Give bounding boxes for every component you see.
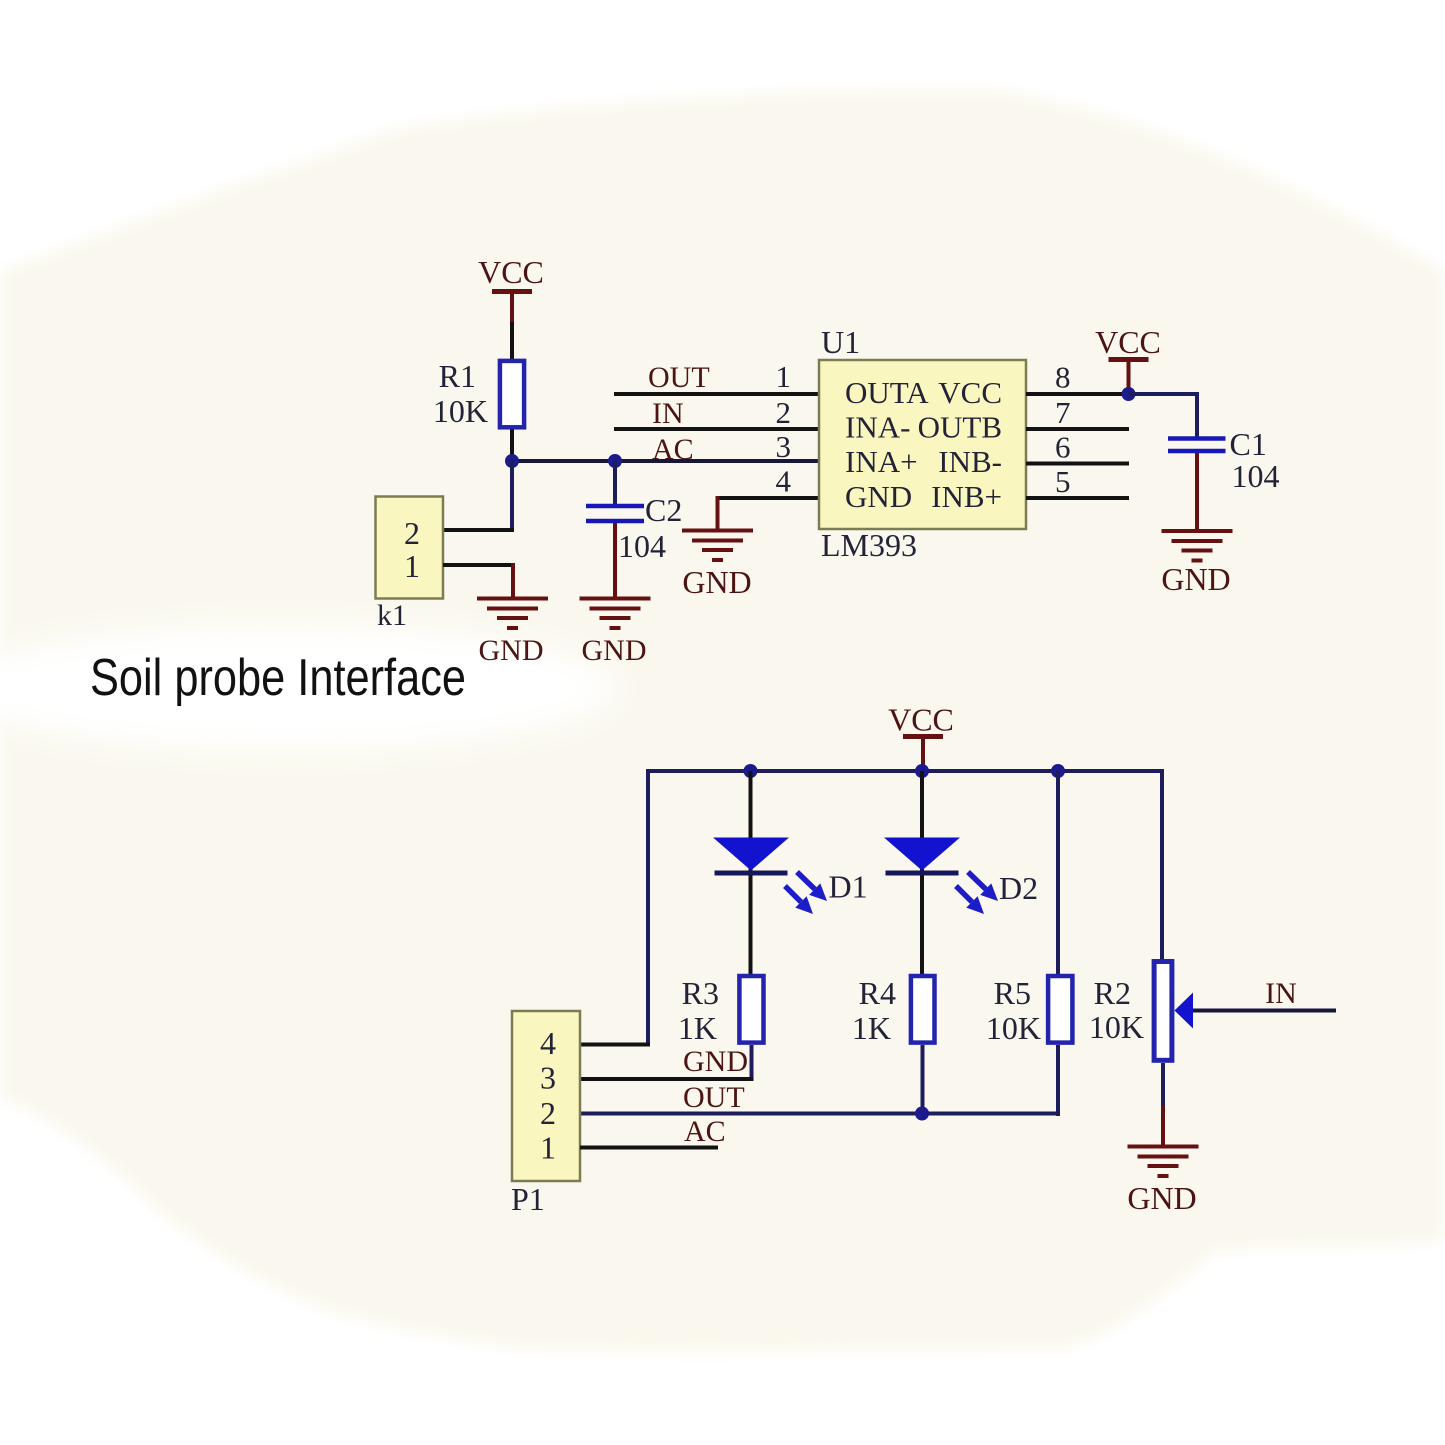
svg-text:R3: R3	[682, 975, 719, 1011]
svg-text:4: 4	[540, 1025, 556, 1061]
svg-text:INA-: INA-	[845, 410, 910, 445]
svg-text:10K: 10K	[1089, 1009, 1144, 1045]
svg-text:7: 7	[1055, 395, 1071, 430]
svg-text:IN: IN	[652, 397, 684, 430]
svg-text:104: 104	[618, 528, 666, 564]
svg-text:OUT: OUT	[683, 1081, 745, 1114]
svg-text:VCC: VCC	[938, 375, 1002, 410]
svg-text:2: 2	[540, 1095, 556, 1131]
svg-text:R1: R1	[439, 358, 476, 394]
svg-text:D1: D1	[829, 869, 868, 905]
svg-text:k1: k1	[377, 599, 407, 632]
svg-text:INB+: INB+	[931, 479, 1002, 514]
svg-text:OUT: OUT	[648, 361, 710, 394]
svg-text:GND: GND	[682, 564, 751, 600]
svg-text:U1: U1	[821, 324, 860, 360]
svg-text:3: 3	[776, 429, 792, 464]
svg-text:R5: R5	[994, 975, 1031, 1011]
svg-text:1: 1	[776, 359, 792, 394]
svg-text:VCC: VCC	[888, 702, 954, 738]
svg-text:R4: R4	[859, 975, 896, 1011]
svg-text:6: 6	[1055, 430, 1071, 465]
svg-text:C2: C2	[645, 492, 682, 528]
svg-text:10K: 10K	[433, 393, 488, 429]
svg-text:VCC: VCC	[1095, 324, 1161, 360]
svg-text:C1: C1	[1230, 426, 1267, 462]
svg-text:1K: 1K	[678, 1010, 717, 1046]
svg-text:1: 1	[540, 1130, 556, 1166]
svg-text:R2: R2	[1094, 975, 1131, 1011]
svg-text:1K: 1K	[852, 1010, 891, 1046]
svg-text:AC: AC	[684, 1115, 726, 1148]
svg-text:VCC: VCC	[478, 254, 544, 290]
svg-text:LM393: LM393	[821, 527, 917, 563]
svg-text:INB-: INB-	[938, 444, 1002, 479]
svg-text:8: 8	[1055, 360, 1071, 395]
svg-text:GND: GND	[683, 1045, 748, 1078]
svg-text:5: 5	[1055, 464, 1071, 499]
svg-text:GND: GND	[582, 634, 647, 667]
svg-text:Soil probe Interface: Soil probe Interface	[90, 649, 466, 707]
svg-text:2: 2	[776, 395, 792, 430]
svg-text:OUTA: OUTA	[845, 375, 929, 410]
svg-text:INA+: INA+	[845, 444, 918, 479]
svg-text:4: 4	[776, 464, 792, 499]
svg-text:GND: GND	[479, 634, 544, 667]
svg-text:GND: GND	[845, 479, 912, 514]
svg-text:GND: GND	[1127, 1180, 1196, 1216]
svg-text:3: 3	[540, 1060, 556, 1096]
svg-text:P1: P1	[511, 1181, 545, 1217]
svg-text:GND: GND	[1161, 561, 1230, 597]
svg-text:10K: 10K	[986, 1010, 1041, 1046]
svg-text:OUTB: OUTB	[918, 410, 1002, 445]
svg-text:2: 2	[404, 515, 420, 551]
svg-text:104: 104	[1232, 458, 1280, 494]
svg-text:1: 1	[404, 548, 420, 584]
svg-text:IN: IN	[1265, 977, 1297, 1010]
svg-text:AC: AC	[652, 433, 694, 466]
svg-text:D2: D2	[999, 870, 1038, 906]
